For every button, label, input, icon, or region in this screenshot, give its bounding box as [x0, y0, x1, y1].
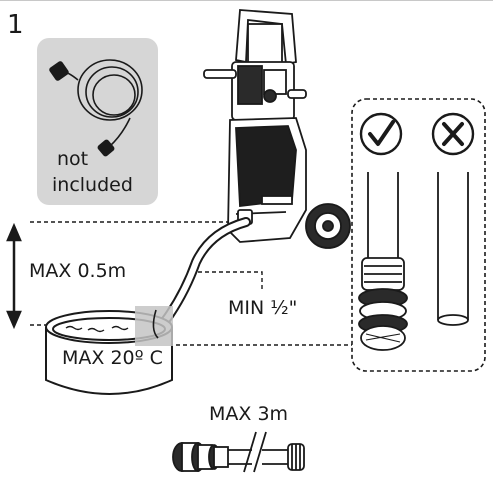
not-included-label-line1: not [57, 150, 88, 169]
height-arrow [8, 226, 20, 326]
min-submersion-label: MIN ½" [228, 299, 297, 318]
max-temperature-label: MAX 20º C [62, 349, 163, 368]
coiled-hose-icon [49, 60, 142, 156]
not-included-label-line2: included [52, 176, 133, 195]
max-hose-length-label: MAX 3m [209, 405, 288, 424]
x-mark-icon [433, 114, 473, 154]
step-number: 1 [7, 12, 24, 38]
check-mark-icon [361, 114, 401, 154]
max-height-label: MAX 0.5m [29, 262, 126, 281]
short-hose-icon [173, 432, 304, 472]
pressure-washer-icon [204, 10, 350, 248]
